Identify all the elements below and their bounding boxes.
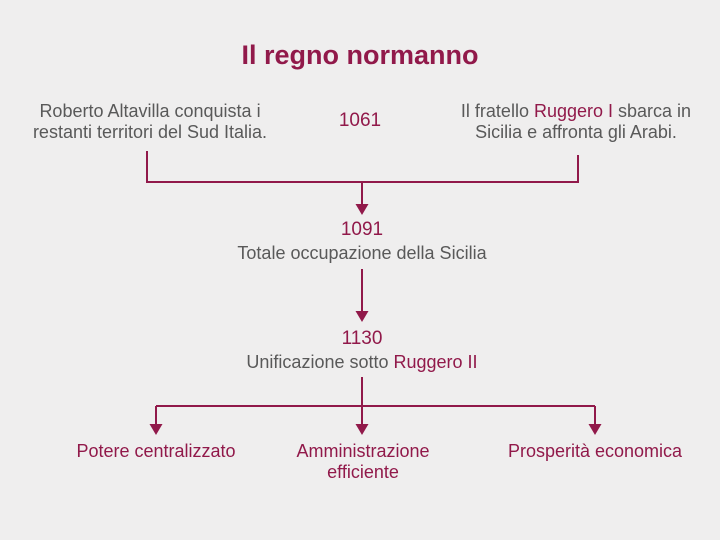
arrowhead-outcome-right bbox=[588, 424, 602, 435]
arrowhead-to-1130 bbox=[355, 311, 369, 322]
year-1130: 1130 bbox=[341, 328, 383, 349]
left-text-line2: restanti territori del Sud Italia. bbox=[32, 122, 268, 142]
outcome-prosperita-economica: Prosperità economica bbox=[507, 441, 683, 461]
outcome-amministrazione-efficiente: Amministrazione efficiente bbox=[296, 441, 430, 482]
arrowhead-outcome-center bbox=[355, 424, 369, 435]
year-1061: 1061 bbox=[338, 110, 382, 131]
event-1061-right-text: Il fratello Ruggero I sbarca in Sicilia … bbox=[440, 101, 712, 143]
bracket-1061-connector bbox=[146, 151, 579, 183]
arrowhead-outcome-left bbox=[149, 424, 163, 435]
slide-title: Il regno normanno bbox=[241, 40, 479, 70]
event-1130-description: Unificazione sotto Ruggero II bbox=[2, 352, 720, 373]
right-text-suffix: sbarca in bbox=[613, 101, 692, 121]
left-text-line1: Roberto Altavilla conquista i bbox=[39, 101, 261, 121]
right-text-highlight-ruggero-i: Ruggero I bbox=[533, 101, 614, 121]
arrowhead-to-1091 bbox=[355, 204, 369, 215]
event-1130-highlight-ruggero-ii: Ruggero II bbox=[393, 352, 478, 372]
right-text-prefix: Il fratello bbox=[460, 101, 534, 121]
event-1091-description: Totale occupazione della Sicilia bbox=[237, 243, 487, 263]
event-1061-left-text: Roberto Altavilla conquista i restanti t… bbox=[8, 101, 292, 143]
right-text-line2: Sicilia e affronta gli Arabi. bbox=[475, 122, 677, 142]
event-1130-description-prefix: Unificazione sotto bbox=[246, 352, 394, 372]
year-1091: 1091 bbox=[340, 219, 384, 240]
outcome-potere-centralizzato: Potere centralizzato bbox=[76, 441, 236, 461]
